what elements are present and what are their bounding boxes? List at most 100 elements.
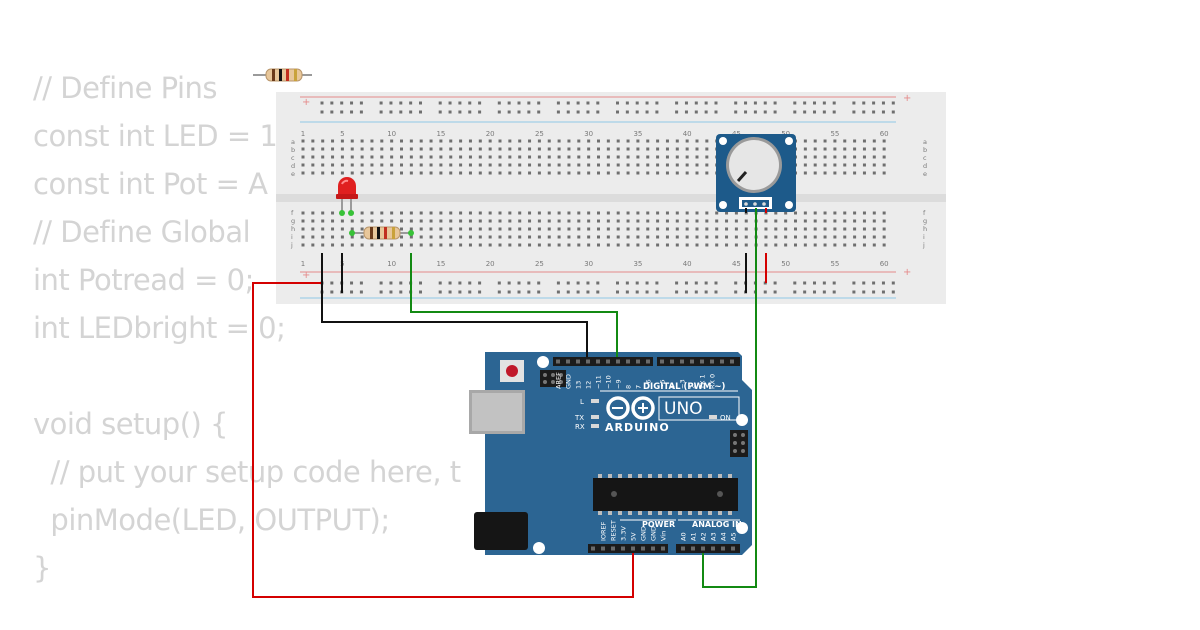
breadboard-hole[interactable] xyxy=(577,163,581,167)
rail-hole[interactable] xyxy=(793,110,797,114)
breadboard-hole[interactable] xyxy=(429,139,433,143)
rail-hole[interactable] xyxy=(409,110,413,114)
breadboard-hole[interactable] xyxy=(459,171,463,175)
rail-hole[interactable] xyxy=(556,101,560,105)
breadboard-hole[interactable] xyxy=(547,163,551,167)
rail-hole[interactable] xyxy=(753,101,757,105)
breadboard-hole[interactable] xyxy=(557,243,561,247)
breadboard-hole[interactable] xyxy=(675,227,679,231)
breadboard-hole[interactable] xyxy=(685,235,689,239)
breadboard-hole[interactable] xyxy=(715,219,719,223)
rail-hole[interactable] xyxy=(862,101,866,105)
breadboard-hole[interactable] xyxy=(488,171,492,175)
breadboard-hole[interactable] xyxy=(478,163,482,167)
breadboard-hole[interactable] xyxy=(449,227,453,231)
breadboard-hole[interactable] xyxy=(567,147,571,151)
rail-hole[interactable] xyxy=(359,110,363,114)
breadboard-hole[interactable] xyxy=(843,147,847,151)
breadboard-hole[interactable] xyxy=(626,171,630,175)
rail-hole[interactable] xyxy=(734,101,738,105)
breadboard-hole[interactable] xyxy=(685,139,689,143)
breadboard-hole[interactable] xyxy=(301,227,305,231)
breadboard-hole[interactable] xyxy=(636,219,640,223)
breadboard-hole[interactable] xyxy=(331,219,335,223)
rail-hole[interactable] xyxy=(527,110,531,114)
breadboard-hole[interactable] xyxy=(350,219,354,223)
breadboard-hole[interactable] xyxy=(400,163,403,167)
breadboard-hole[interactable] xyxy=(409,211,413,215)
rail-hole[interactable] xyxy=(793,101,797,105)
breadboard-hole[interactable] xyxy=(498,235,502,239)
breadboard-hole[interactable] xyxy=(557,171,561,175)
breadboard-hole[interactable] xyxy=(862,243,866,247)
breadboard-hole[interactable] xyxy=(518,163,522,167)
breadboard-hole[interactable] xyxy=(646,219,650,223)
breadboard-hole[interactable] xyxy=(528,147,532,151)
rail-hole[interactable] xyxy=(566,110,570,114)
rail-hole[interactable] xyxy=(350,281,354,285)
breadboard-hole[interactable] xyxy=(468,147,472,151)
rail-hole[interactable] xyxy=(675,110,679,114)
breadboard-hole[interactable] xyxy=(311,235,315,239)
breadboard-hole[interactable] xyxy=(498,219,502,223)
breadboard-hole[interactable] xyxy=(843,243,847,247)
breadboard-hole[interactable] xyxy=(597,171,600,175)
rail-hole[interactable] xyxy=(881,290,885,294)
breadboard-hole[interactable] xyxy=(872,155,876,159)
breadboard-hole[interactable] xyxy=(429,227,433,231)
power-pin[interactable] xyxy=(611,546,615,551)
rail-hole[interactable] xyxy=(497,101,501,105)
rail-hole[interactable] xyxy=(517,290,521,294)
breadboard-hole[interactable] xyxy=(853,171,857,175)
breadboard-hole[interactable] xyxy=(508,235,512,239)
analog-pin[interactable] xyxy=(701,546,705,551)
rail-hole[interactable] xyxy=(438,281,442,285)
breadboard-hole[interactable] xyxy=(853,243,857,247)
breadboard-hole[interactable] xyxy=(843,211,847,215)
breadboard-hole[interactable] xyxy=(498,139,502,143)
analog-pin[interactable] xyxy=(681,546,685,551)
rail-hole[interactable] xyxy=(803,110,807,114)
rail-hole[interactable] xyxy=(852,101,856,105)
breadboard-hole[interactable] xyxy=(823,243,827,247)
breadboard-hole[interactable] xyxy=(665,211,669,215)
breadboard-hole[interactable] xyxy=(459,227,463,231)
rail-hole[interactable] xyxy=(330,101,334,105)
rail-hole[interactable] xyxy=(359,101,363,105)
breadboard-hole[interactable] xyxy=(744,235,748,239)
breadboard-hole[interactable] xyxy=(528,219,532,223)
rail-hole[interactable] xyxy=(586,281,590,285)
breadboard-hole[interactable] xyxy=(862,219,866,223)
breadboard-hole[interactable] xyxy=(449,163,453,167)
breadboard-hole[interactable] xyxy=(567,243,571,247)
breadboard-hole[interactable] xyxy=(606,171,610,175)
breadboard-hole[interactable] xyxy=(843,219,847,223)
rail-hole[interactable] xyxy=(793,290,797,294)
rail-hole[interactable] xyxy=(586,110,590,114)
digital-pin[interactable] xyxy=(596,359,600,364)
rail-hole[interactable] xyxy=(379,101,383,105)
rail-hole[interactable] xyxy=(635,290,639,294)
rail-hole[interactable] xyxy=(675,101,679,105)
breadboard-hole[interactable] xyxy=(872,235,876,239)
breadboard-hole[interactable] xyxy=(439,211,443,215)
breadboard-hole[interactable] xyxy=(705,147,709,151)
breadboard-hole[interactable] xyxy=(695,219,699,223)
breadboard-hole[interactable] xyxy=(695,147,699,151)
rail-hole[interactable] xyxy=(872,101,876,105)
breadboard-hole[interactable] xyxy=(449,147,453,151)
breadboard-hole[interactable] xyxy=(597,211,600,215)
rail-hole[interactable] xyxy=(625,281,629,285)
breadboard-hole[interactable] xyxy=(340,171,344,175)
breadboard-hole[interactable] xyxy=(459,235,463,239)
breadboard-hole[interactable] xyxy=(616,211,620,215)
breadboard-hole[interactable] xyxy=(665,219,669,223)
breadboard-hole[interactable] xyxy=(419,243,423,247)
breadboard-hole[interactable] xyxy=(498,227,502,231)
rail-hole[interactable] xyxy=(507,281,511,285)
breadboard-hole[interactable] xyxy=(350,235,354,239)
rail-hole[interactable] xyxy=(537,290,541,294)
breadboard-hole[interactable] xyxy=(449,235,453,239)
breadboard-hole[interactable] xyxy=(725,227,729,231)
breadboard-hole[interactable] xyxy=(567,211,571,215)
